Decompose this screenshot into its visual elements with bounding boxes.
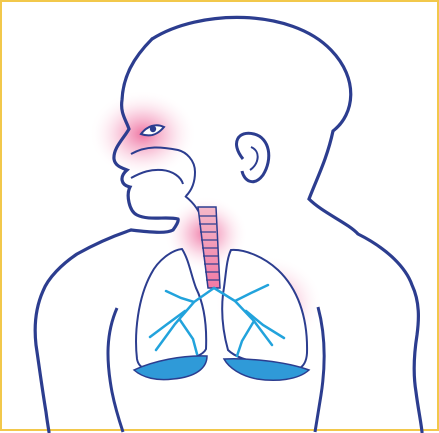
right-arm-line <box>108 308 123 432</box>
ear-outline <box>237 133 269 181</box>
ear-inner-line <box>250 147 258 170</box>
eye-pupil <box>150 126 156 132</box>
